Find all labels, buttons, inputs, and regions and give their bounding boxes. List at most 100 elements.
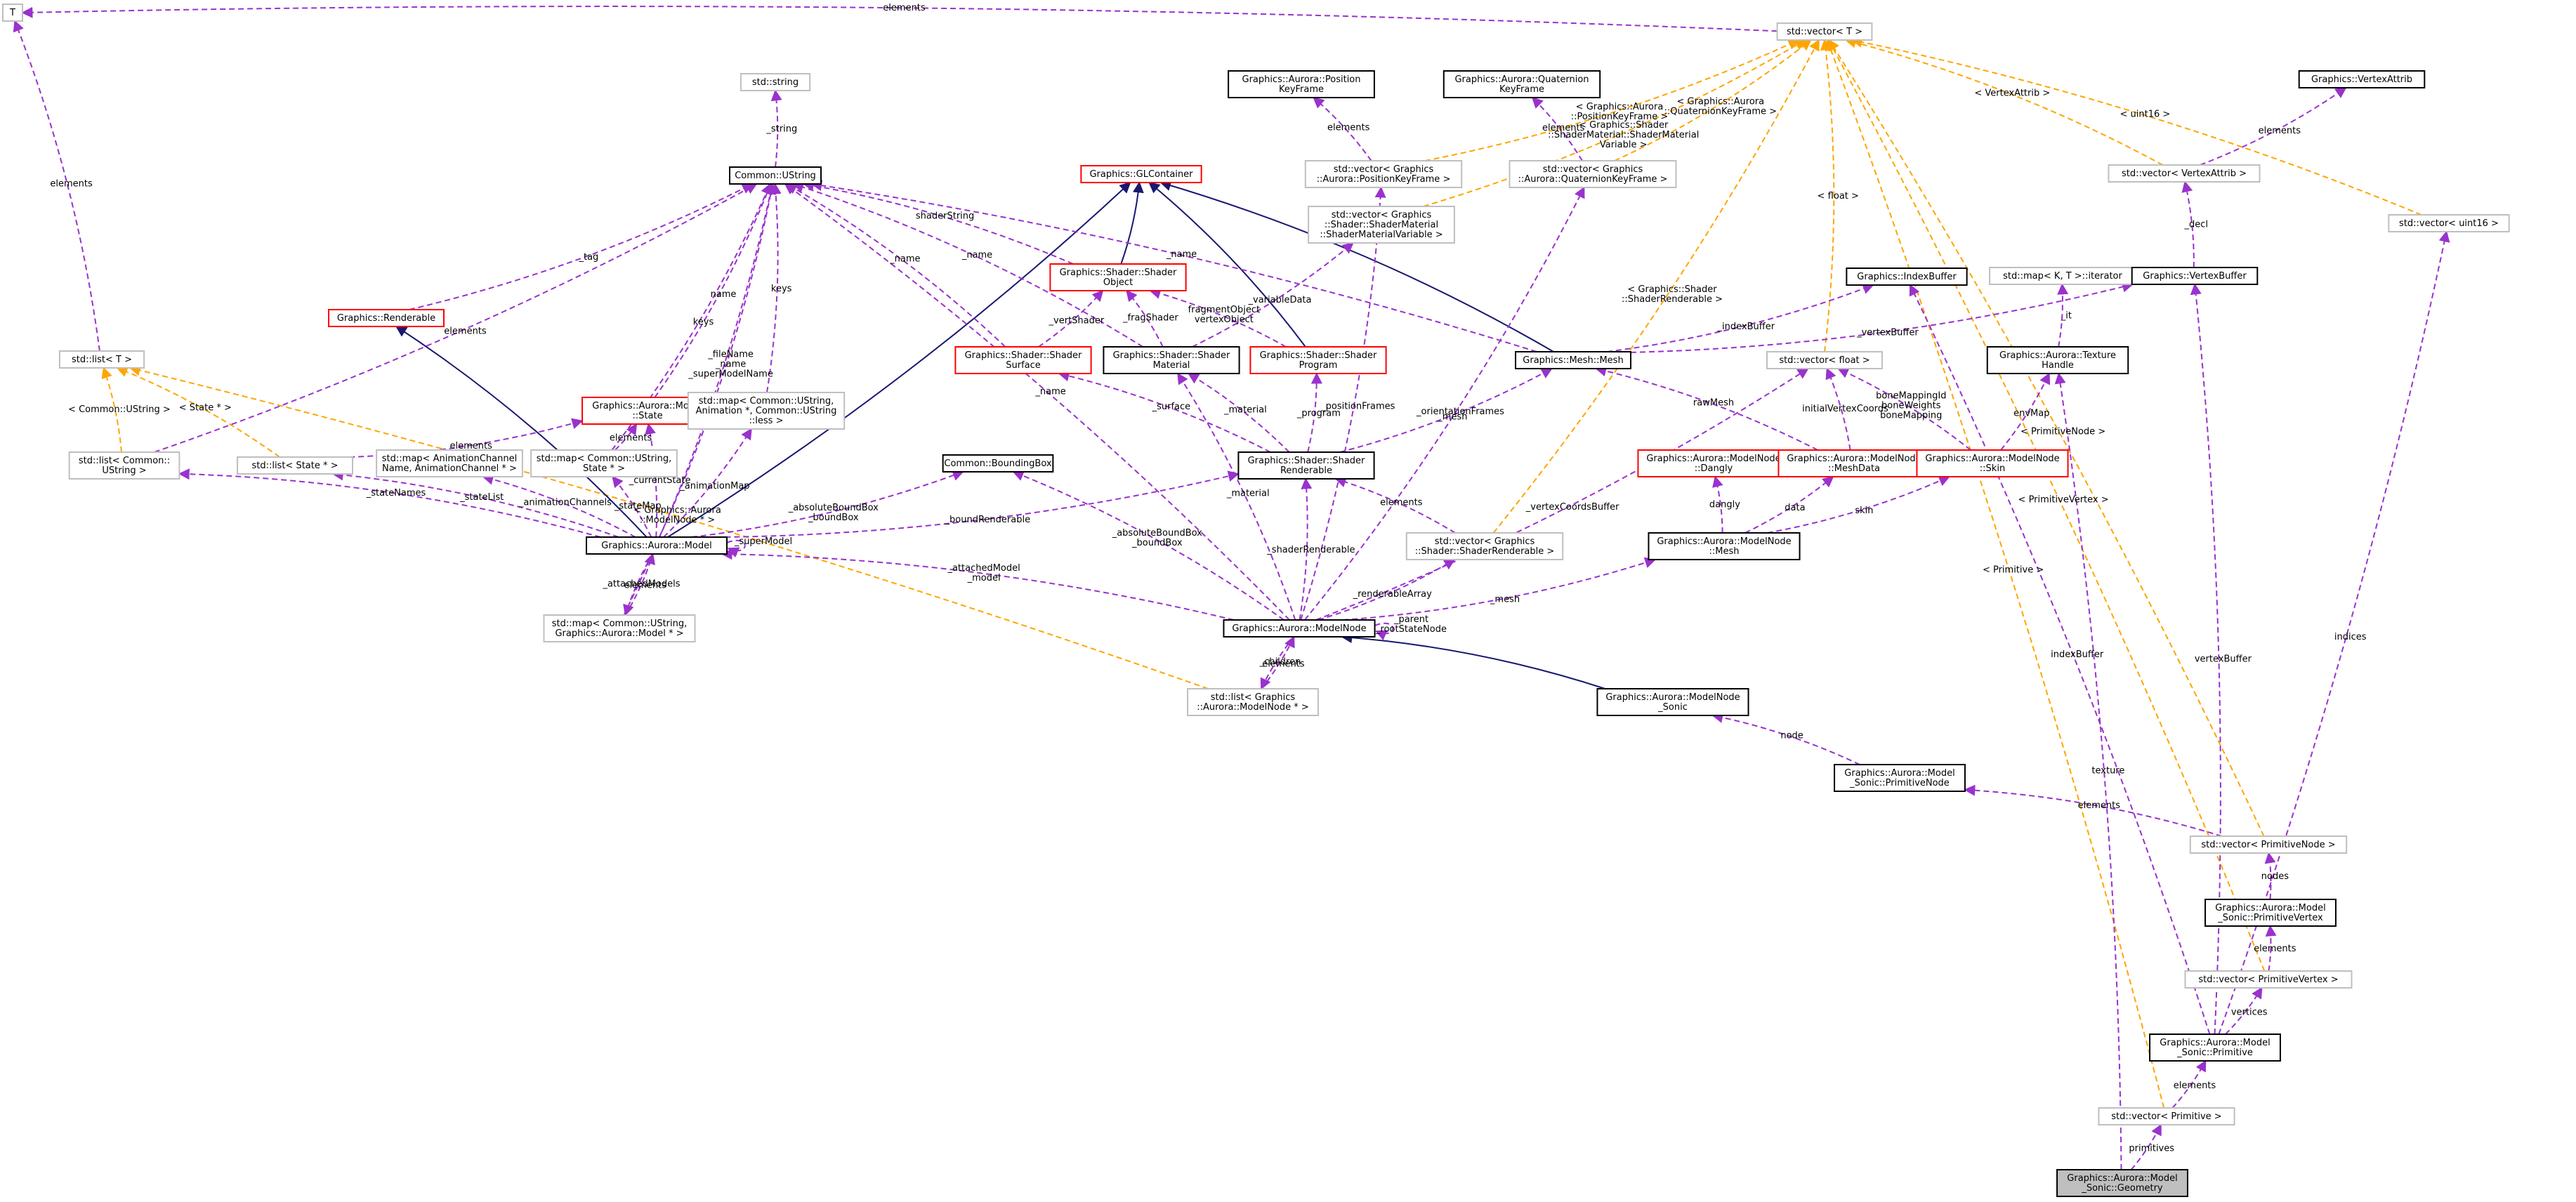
edge-label: _material bbox=[1223, 405, 1267, 416]
class-node-label: Graphics::Aurora::Quaternion bbox=[1454, 74, 1589, 85]
class-node-skin[interactable]: Graphics::Aurora::ModelNode::Skin bbox=[1916, 449, 2069, 477]
class-node-box bbox=[1308, 206, 1455, 244]
class-node-listustring[interactable]: std::list< Common::UString > bbox=[68, 451, 180, 480]
class-node-vecprim[interactable]: std::vector< Primitive > bbox=[2098, 1107, 2235, 1125]
edge-line bbox=[178, 468, 601, 538]
class-node-mapiter[interactable]: std::map< K, T >::iterator bbox=[1989, 267, 2136, 285]
class-node-vertexattrib[interactable]: Graphics::VertexAttrib bbox=[2298, 70, 2426, 88]
class-node-model[interactable]: Graphics::Aurora::Model bbox=[586, 536, 728, 555]
class-node-box bbox=[1515, 351, 1631, 369]
class-node-listnodes[interactable]: std::list< Graphics::Aurora::ModelNode *… bbox=[1187, 688, 1319, 716]
class-node-label: std::vector< PrimitiveNode > bbox=[2201, 840, 2335, 850]
class-node-listt[interactable]: std::list< T > bbox=[58, 350, 145, 369]
edge-line bbox=[725, 470, 1240, 538]
class-node-primvertex[interactable]: Graphics::Aurora::Model_Sonic::Primitive… bbox=[2204, 899, 2337, 927]
edge-model-to-renderable bbox=[395, 326, 648, 538]
class-node-mapanim[interactable]: std::map< Common::UString,Animation *, C… bbox=[687, 392, 846, 430]
edge-label: _string bbox=[765, 124, 797, 135]
edge-label: < uint16 > bbox=[2120, 109, 2171, 119]
class-node-nodesonic[interactable]: Graphics::Aurora::ModelNode_Sonic bbox=[1596, 688, 1749, 716]
class-node-box bbox=[586, 536, 728, 555]
class-node-shaderrenderable[interactable]: Graphics::Shader::ShaderRenderable bbox=[1237, 451, 1375, 480]
class-node-modelnode[interactable]: Graphics::Aurora::ModelNode bbox=[1223, 619, 1376, 638]
class-node-vecprimvertex[interactable]: std::vector< PrimitiveVertex > bbox=[2184, 970, 2353, 989]
edge-line bbox=[1191, 242, 1354, 348]
edge-label: vertexObject bbox=[1195, 315, 1254, 325]
edge-label: _stateList bbox=[459, 492, 504, 503]
edge-label: indexBuffer bbox=[2051, 649, 2104, 660]
class-node-liststate[interactable]: std::list< State * > bbox=[237, 456, 353, 475]
class-node-meshdata[interactable]: Graphics::Aurora::ModelNode::MeshData bbox=[1777, 449, 1931, 477]
class-node-label: Graphics::Aurora::ModelNode bbox=[1646, 454, 1780, 464]
class-node-vecva[interactable]: std::vector< VertexAttrib > bbox=[2108, 164, 2261, 183]
class-node-vecu16[interactable]: std::vector< uint16 > bbox=[2388, 214, 2510, 232]
edge-shadermaterial-to-vecsmv bbox=[1191, 242, 1354, 348]
class-node-vecquatkf[interactable]: std::vector< Graphics::Aurora::Quaternio… bbox=[1509, 160, 1677, 188]
class-node-primitive[interactable]: Graphics::Aurora::Model_Sonic::Primitive bbox=[2149, 1033, 2281, 1062]
class-node-vecprimnode[interactable]: std::vector< PrimitiveNode > bbox=[2189, 836, 2348, 854]
class-node-boundingbox[interactable]: Common::BoundingBox bbox=[942, 454, 1054, 473]
edge-line bbox=[331, 469, 619, 538]
class-node-glcontainer[interactable]: Graphics::GLContainer bbox=[1080, 165, 1202, 183]
edge-label: vertices bbox=[2231, 1008, 2268, 1018]
edge-label: _stateMap bbox=[614, 501, 662, 511]
edge-primitive-to-indexbuffer bbox=[1909, 284, 2211, 1035]
edge-label: elements bbox=[50, 178, 93, 189]
edge-line bbox=[2057, 283, 2069, 348]
class-node-label: Graphics::Aurora::ModelNode bbox=[1232, 623, 1366, 634]
class-node-label: Graphics::VertexBuffer bbox=[2143, 271, 2247, 282]
edge-label: < State * > bbox=[179, 403, 232, 414]
class-node-quatkf[interactable]: Graphics::Aurora::QuaternionKeyFrame bbox=[1443, 70, 1601, 98]
class-node-vertexbuffer[interactable]: Graphics::VertexBuffer bbox=[2131, 267, 2259, 285]
edge-vecquatkf-to-vect bbox=[1614, 39, 1812, 161]
class-node-box bbox=[1509, 160, 1677, 188]
edge-label: _animationChannels bbox=[518, 498, 612, 508]
edge-label: boneMappingId bbox=[1876, 390, 1946, 401]
class-node-renderable[interactable]: Graphics::Renderable bbox=[328, 309, 445, 327]
class-node-label: Common::UString bbox=[735, 171, 816, 181]
class-node-shadermaterial[interactable]: Graphics::Shader::ShaderMaterial bbox=[1103, 346, 1240, 374]
class-node-label: Graphics::Aurora::ModelNode bbox=[1605, 692, 1740, 703]
edge-label: _vertexCoordsBuffer bbox=[1525, 502, 1619, 513]
class-node-label: Graphics::Aurora::Model * > bbox=[555, 628, 683, 639]
class-node-vect[interactable]: std::vector< T > bbox=[1776, 22, 1873, 41]
class-node-geometry[interactable]: Graphics::Aurora::Model_Sonic::Geometry bbox=[2056, 1169, 2188, 1197]
edge-modelnode-to-vecposkf bbox=[1300, 186, 1386, 621]
class-node-indexbuffer[interactable]: Graphics::IndexBuffer bbox=[1846, 268, 1968, 286]
class-node-box bbox=[954, 346, 1092, 374]
class-node-mapstate[interactable]: std::map< Common::UString,State * > bbox=[530, 449, 678, 477]
edge-modelnode-to-ustring bbox=[784, 183, 1290, 621]
class-node-label: _Sonic::Geometry bbox=[2081, 1183, 2163, 1194]
edge-label: < Graphics::Aurora bbox=[1576, 102, 1664, 112]
class-node-vecsmv[interactable]: std::vector< Graphics::Shader::ShaderMat… bbox=[1308, 206, 1455, 244]
class-node-box bbox=[1834, 764, 1966, 792]
edge-ustring-to-stdstring bbox=[770, 89, 782, 168]
class-node-primnode[interactable]: Graphics::Aurora::Model_Sonic::Primitive… bbox=[1834, 764, 1966, 792]
class-node-mapmodels[interactable]: std::map< Common::UString,Graphics::Auro… bbox=[543, 614, 696, 642]
edge-vecfloat-to-vect bbox=[1820, 39, 1835, 352]
class-node-poskf[interactable]: Graphics::Aurora::PositionKeyFrame bbox=[1228, 70, 1375, 98]
class-node-nodemesh[interactable]: Graphics::Aurora::ModelNode::Mesh bbox=[1648, 532, 1801, 560]
edge-line bbox=[2265, 925, 2277, 972]
class-node-vecposkf[interactable]: std::vector< Graphics::Aurora::PositionK… bbox=[1304, 160, 1463, 188]
class-node-vecfloat[interactable]: std::vector< float > bbox=[1766, 351, 1883, 369]
class-node-label: Common::BoundingBox bbox=[944, 458, 1051, 469]
class-node-label: std::vector< float > bbox=[1779, 355, 1869, 366]
class-node-ustring[interactable]: Common::UString bbox=[729, 166, 822, 185]
class-node-box bbox=[1187, 688, 1319, 716]
class-node-vecsr[interactable]: std::vector< Graphics::Shader::ShaderRen… bbox=[1405, 532, 1564, 560]
class-node-stdstring[interactable]: std::string bbox=[740, 73, 811, 91]
edge-line bbox=[129, 364, 1209, 689]
class-node-meshmesh[interactable]: Graphics::Mesh::Mesh bbox=[1515, 351, 1631, 369]
edge-line bbox=[615, 423, 638, 451]
class-node-label: Graphics::Aurora::ModelNode bbox=[1657, 536, 1791, 547]
class-node-dangly[interactable]: Graphics::Aurora::ModelNode::Dangly bbox=[1637, 449, 1790, 477]
class-node-t[interactable]: T bbox=[2, 4, 23, 22]
edge-vecva-to-vect bbox=[1844, 37, 2164, 166]
class-node-box bbox=[1237, 451, 1375, 480]
